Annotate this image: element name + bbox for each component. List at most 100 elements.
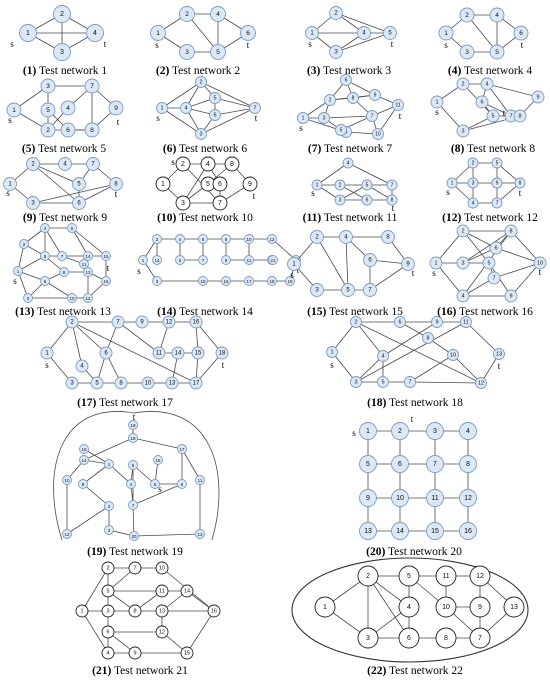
node: 2 bbox=[334, 179, 346, 191]
node-circle bbox=[198, 255, 208, 265]
node-circle bbox=[207, 604, 221, 618]
node: 2 bbox=[179, 6, 195, 22]
node: 7 bbox=[363, 283, 377, 297]
node-label: 1 bbox=[156, 30, 160, 37]
node-label: 8 bbox=[133, 608, 136, 614]
node-circle bbox=[361, 179, 373, 191]
edge bbox=[347, 162, 393, 186]
node: 1 bbox=[430, 95, 444, 109]
edge bbox=[436, 101, 464, 132]
node-circle bbox=[128, 433, 138, 443]
edge bbox=[355, 321, 384, 357]
sink-label: t bbox=[539, 267, 542, 277]
node-label: 3 bbox=[31, 200, 35, 206]
node-circle bbox=[101, 561, 115, 575]
node-circle bbox=[209, 109, 221, 121]
node: 8 bbox=[114, 376, 128, 390]
node-circle bbox=[60, 122, 76, 138]
caption-number: (19) bbox=[87, 546, 107, 558]
node-circle bbox=[391, 422, 409, 440]
node-label: 13 bbox=[510, 604, 518, 611]
edge bbox=[486, 83, 512, 117]
node-circle bbox=[314, 596, 336, 618]
node: 8 bbox=[386, 194, 398, 206]
caption-number: (3) bbox=[306, 65, 321, 77]
node: 8 bbox=[514, 177, 526, 189]
node: 5 bbox=[40, 251, 50, 261]
node-label: 9 bbox=[248, 181, 252, 188]
edge bbox=[182, 163, 209, 204]
node: 1 bbox=[359, 422, 377, 440]
node-circle bbox=[482, 256, 496, 270]
node-label: 19 bbox=[287, 279, 293, 284]
node: 7 bbox=[249, 102, 261, 114]
node-label: 4 bbox=[407, 604, 411, 611]
node: 11 bbox=[152, 346, 166, 360]
node-label: 18 bbox=[219, 350, 226, 356]
node-circle bbox=[129, 531, 139, 541]
node: 1 bbox=[150, 25, 166, 41]
node-label: 1 bbox=[435, 99, 438, 105]
node: 11 bbox=[244, 255, 254, 265]
node-circle bbox=[391, 489, 409, 507]
node: 2 bbox=[53, 5, 71, 23]
node-circle bbox=[221, 255, 231, 265]
node: 13 bbox=[195, 529, 205, 539]
source-label: s bbox=[444, 40, 448, 50]
node-circle bbox=[335, 124, 347, 136]
node-label: 7 bbox=[218, 200, 222, 207]
caption-network-10: (10) Test network 10 bbox=[157, 212, 253, 224]
node-label: 4 bbox=[485, 81, 488, 87]
node-label: 3 bbox=[339, 197, 342, 203]
caption-text: Test network 18 bbox=[388, 397, 463, 409]
node-label: 12 bbox=[269, 237, 275, 242]
node: 9 bbox=[359, 489, 377, 507]
caption-number: (14) bbox=[157, 306, 177, 318]
node-label: 4 bbox=[362, 30, 366, 36]
edge bbox=[510, 230, 541, 264]
node-circle bbox=[394, 316, 406, 328]
node-circle bbox=[79, 455, 89, 465]
node: 11 bbox=[195, 475, 205, 485]
caption-network-16: (16) Test network 16 bbox=[437, 306, 533, 318]
node: 2 bbox=[101, 561, 115, 575]
node-label: 3 bbox=[472, 180, 475, 186]
node-label: 12 bbox=[166, 319, 173, 325]
node-circle bbox=[341, 283, 355, 297]
node: 2 bbox=[65, 315, 79, 329]
node: 3 bbox=[426, 422, 444, 440]
node: 9 bbox=[504, 289, 518, 303]
node-label: 7 bbox=[202, 258, 205, 263]
node: 8 bbox=[381, 230, 395, 244]
node-label: 3 bbox=[108, 528, 111, 533]
edge bbox=[355, 355, 384, 383]
node-label: 1 bbox=[108, 462, 111, 467]
node-circle bbox=[101, 584, 115, 598]
node-circle bbox=[101, 604, 115, 618]
node: 17 bbox=[189, 376, 203, 390]
source-label: s bbox=[299, 123, 303, 133]
node-label: 4 bbox=[44, 226, 47, 231]
node-circle bbox=[128, 646, 142, 660]
source-label: s bbox=[8, 115, 12, 125]
node-label: 4 bbox=[184, 105, 187, 111]
node-label: 10 bbox=[159, 565, 165, 571]
node-circle bbox=[53, 43, 71, 61]
node-circle bbox=[40, 276, 50, 286]
node: 1 bbox=[138, 255, 148, 265]
node-label: 1 bbox=[160, 105, 163, 111]
edge bbox=[200, 81, 256, 109]
node: 10 bbox=[155, 561, 169, 575]
node: 18 bbox=[128, 433, 138, 443]
edge bbox=[409, 381, 482, 384]
node-circle bbox=[350, 316, 362, 328]
node-label: 4 bbox=[344, 234, 348, 240]
node-circle bbox=[86, 157, 100, 171]
node-label: 14 bbox=[184, 588, 190, 594]
node: 6 bbox=[391, 455, 409, 473]
node: 5 bbox=[40, 102, 56, 118]
node-label: 6 bbox=[368, 257, 372, 263]
caption-text: Test network 3 bbox=[322, 65, 392, 77]
